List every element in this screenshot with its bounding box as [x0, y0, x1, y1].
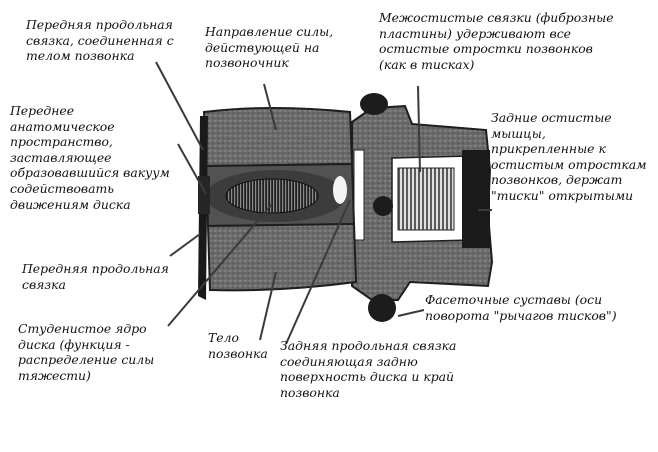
pointer-anterior-ligament-top	[155, 61, 204, 151]
pointer-lines	[155, 61, 492, 345]
label-posterior-ligament: Задняя продольная связка соединяющая зад…	[280, 338, 457, 400]
pointer-posterior-ligament	[285, 199, 351, 345]
pointer-vertebral-body	[259, 271, 277, 341]
label-nucleus: Студенистое ядро диска (функция - распре…	[18, 321, 155, 383]
label-anterior-ligament-top: Передняя продольная связка, соединенная …	[26, 17, 174, 64]
lower-vertebral-body	[206, 222, 358, 292]
facet-joint-top	[360, 93, 388, 115]
label-vertebral-body: Тело позвонка	[208, 330, 268, 361]
label-interspinous-ligaments: Межостистые связки (фиброзные пластины) …	[379, 10, 614, 72]
pointer-force-direction	[263, 83, 277, 131]
pointer-anterior-ligament-bottom	[169, 233, 201, 257]
upper-vertebral-body	[202, 107, 354, 168]
facet-joint-middle	[373, 196, 393, 216]
posterior-arch	[351, 104, 494, 301]
pointer-anterior-space	[177, 143, 207, 195]
pointer-facet-joints	[397, 309, 425, 317]
facet-joint-bottom	[368, 294, 396, 322]
label-facet-joints: Фасеточные суставы (оси поворота "рычаго…	[425, 292, 617, 323]
nucleus-pulposus	[225, 178, 319, 214]
label-posterior-muscles: Задние остистые мышцы, прикрепленные к о…	[491, 110, 647, 203]
disc-gap-highlight	[333, 176, 347, 204]
pointer-interspinous	[417, 85, 421, 173]
label-anterior-space: Переднее анатомическое пространство, зас…	[10, 103, 170, 212]
label-force-direction: Направление силы, действующей на позвоно…	[205, 24, 334, 71]
pointer-nucleus	[167, 203, 273, 327]
label-anterior-ligament-bottom: Передняя продольная связка	[22, 261, 169, 292]
